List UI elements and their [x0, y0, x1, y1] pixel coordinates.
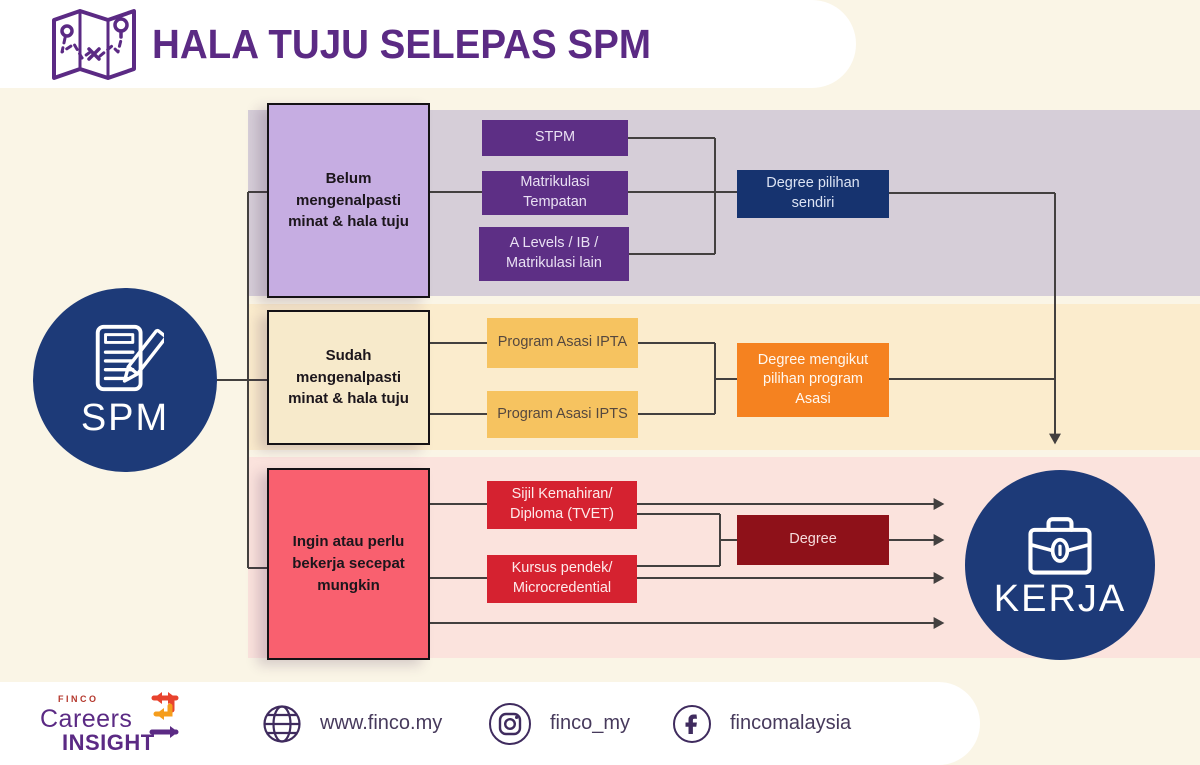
outcome-degree-pilihan-sendiri: Degree pilihan sendiri — [737, 170, 889, 218]
map-icon — [52, 9, 136, 80]
exam-paper-icon — [95, 324, 164, 391]
briefcase-icon — [1028, 516, 1092, 575]
outcome-degree: Degree — [737, 515, 889, 565]
facebook-contact: fincomalaysia — [672, 682, 851, 765]
spm-label: SPM — [80, 396, 170, 439]
logo-careers-text: Careers — [40, 705, 133, 733]
outcome-degree-asasi: Degree mengikut pilihan program Asasi — [737, 343, 889, 417]
option-matrikulasi-tempatan: Matrikulasi Tempatan — [482, 171, 628, 215]
globe-icon — [263, 704, 301, 743]
website-contact: www.finco.my — [262, 682, 442, 765]
instagram-icon — [489, 702, 531, 745]
option-kursus-pendek: Kursus pendek/ Microcredential — [487, 555, 637, 603]
option-asasi-ipts: Program Asasi IPTS — [487, 391, 638, 438]
page-title: HALA TUJU SELEPAS SPM — [152, 20, 651, 67]
spm-node: SPM — [33, 288, 217, 472]
kerja-label: KERJA — [993, 577, 1127, 620]
branch-undecided-box: Belum mengenalpasti minat & hala tuju — [267, 103, 430, 298]
facebook-icon — [673, 704, 711, 743]
kerja-node: KERJA — [965, 470, 1155, 660]
logo-insight-text: INSIGHT — [62, 730, 155, 755]
branch-decided-box: Sudah mengenalpasti minat & hala tuju — [267, 310, 430, 445]
finco-careers-insight-logo: FINCO Careers INSIGHT — [40, 692, 190, 758]
option-asasi-ipta: Program Asasi IPTA — [487, 318, 638, 368]
branch-work-box: Ingin atau perlu bekerja secepat mungkin — [267, 468, 430, 660]
header: HALA TUJU SELEPAS SPM — [0, 0, 856, 88]
instagram-contact: finco_my — [488, 682, 630, 765]
facebook-text: fincomalaysia — [730, 712, 852, 734]
instagram-text: finco_my — [550, 712, 631, 734]
logo-arrows-icon — [149, 692, 179, 738]
option-a-levels-ib: A Levels / IB / Matrikulasi lain — [479, 227, 629, 281]
option-sijil-tvet: Sijil Kemahiran/ Diploma (TVET) — [487, 481, 637, 529]
website-text: www.finco.my — [320, 712, 443, 734]
option-stpm: STPM — [482, 120, 628, 156]
logo-brand-text: FINCO — [58, 694, 99, 704]
